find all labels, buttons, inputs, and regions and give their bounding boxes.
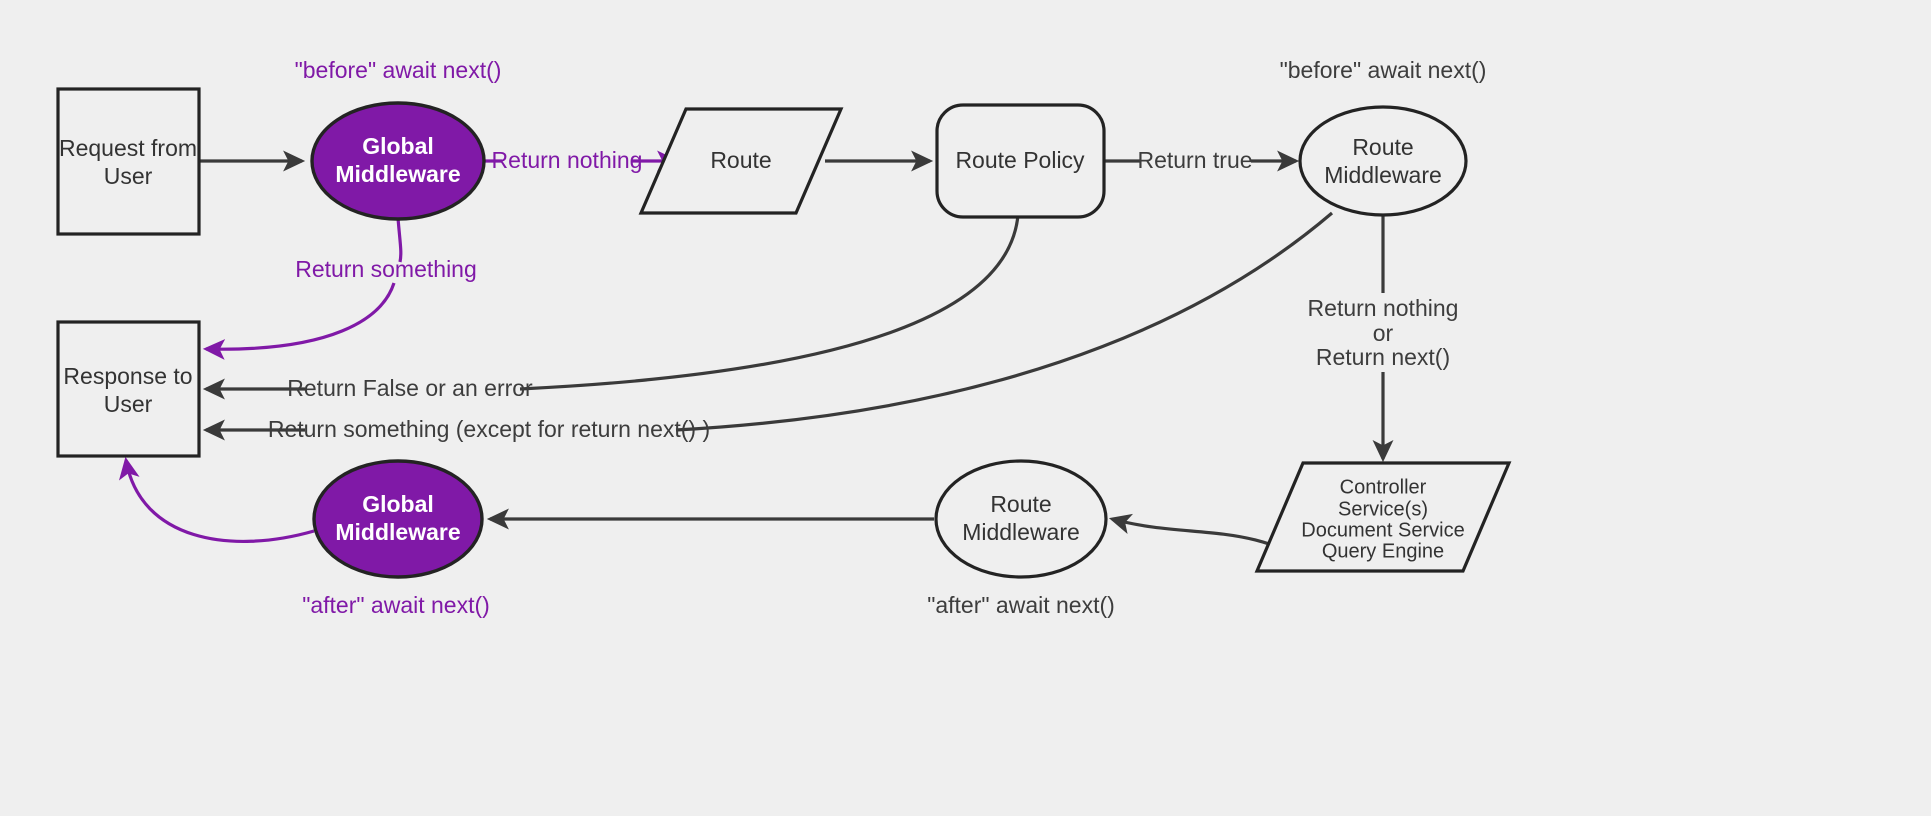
node-controller-label-line1: Controller [1340,476,1427,498]
node-controller-label-line4: Query Engine [1322,540,1444,562]
node-request-from-user[interactable] [56,87,201,236]
node-request-label-line2: User [104,163,153,189]
node-response-label-line2: User [104,391,153,417]
node-global-middleware-top-label-line2: Middleware [335,161,460,187]
node-route-middleware-top-label-line2: Middleware [1324,162,1442,188]
node-route-middleware-bottom-label-line1: Route [990,491,1051,517]
node-controller-label-line2: Service(s) [1338,498,1428,520]
node-route-middleware-bottom[interactable] [934,459,1108,579]
annotation-before-await-next-global: "before" await next() [295,57,502,83]
node-route-policy-label: Route Policy [955,147,1085,173]
edge-global-middleware-bottom-to-response [118,456,315,543]
node-global-middleware-bottom-label-line1: Global [362,491,434,517]
annotation-after-await-next-route: "after" await next() [927,592,1115,618]
edge-label-return-true: Return true [1137,147,1252,173]
edge-global-middleware-to-response [396,217,403,263]
edge-label-return-something-except: Return something (except for return next… [268,416,710,442]
node-controller-label-line3: Document Service [1301,519,1464,541]
node-request-label-line1: Request from [59,135,197,161]
edge-route-policy-to-response [519,214,1020,391]
annotation-before-await-next-route: "before" await next() [1280,57,1487,83]
node-route[interactable] [638,107,844,215]
node-response-label-line1: Response to [63,363,192,389]
node-route-label: Route [710,147,771,173]
node-route-middleware-top-label-line1: Route [1352,134,1413,160]
node-global-middleware-bottom-label-line2: Middleware [335,519,460,545]
edge-label-return-nothing: Return nothing [492,147,643,173]
node-global-middleware-bottom[interactable] [312,459,484,579]
annotation-after-await-next-global: "after" await next() [302,592,490,618]
node-controller-services[interactable] [1254,461,1512,573]
node-route-middleware-top[interactable] [1298,105,1468,217]
edge-label-return-false-or-error: Return False or an error [287,375,533,401]
node-route-middleware-bottom-label-line2: Middleware [962,519,1080,545]
node-global-middleware-top[interactable] [310,101,486,221]
edge-label-return-nothing-or-next-line3: Return next() [1316,344,1450,370]
edge-label-return-nothing-or-next-line1: Return nothing [1308,295,1459,321]
node-global-middleware-top-label-line1: Global [362,133,434,159]
node-response-to-user[interactable] [56,320,201,458]
edge-label-return-nothing-or-next-line2: or [1373,320,1394,346]
edge-route-middleware-to-response [675,211,1334,432]
edge-global-middleware-to-response-curve [202,282,396,360]
edge-label-return-something: Return something [295,256,477,282]
node-route-policy[interactable] [935,103,1106,219]
